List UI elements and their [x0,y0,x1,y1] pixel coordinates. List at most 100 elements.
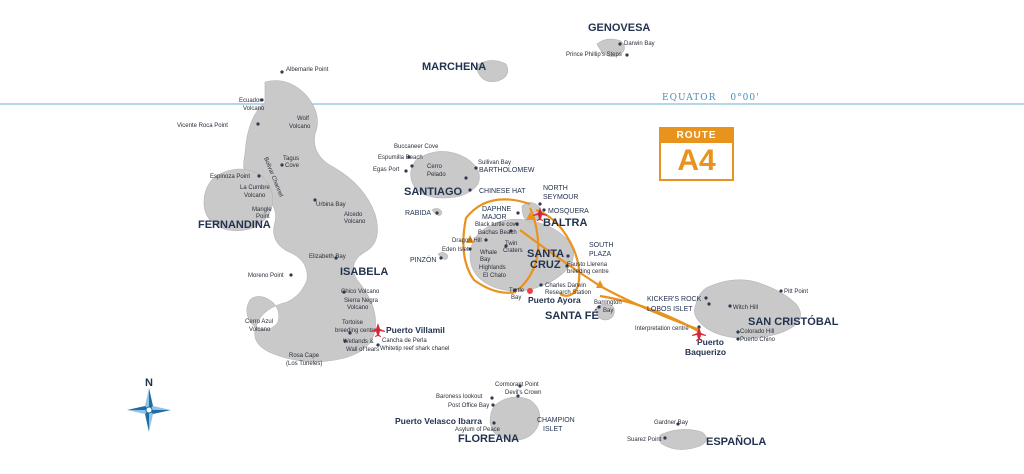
island-genovesa [596,38,625,57]
svg-text:Sullivan Bay: Sullivan Bay [478,160,511,166]
label-santiago: SANTIAGO [404,186,463,198]
label-fernandina: FERNANDINA [198,219,271,231]
route-header: ROUTE [661,129,732,143]
svg-text:Volcano: Volcano [249,327,271,333]
svg-text:Whale: Whale [480,250,498,256]
site-dots [256,42,783,440]
svg-text:Volcano: Volcano [347,305,369,311]
svg-text:Volcano: Volcano [289,124,311,130]
svg-text:Sierra Negra: Sierra Negra [344,298,379,304]
label-south: SOUTH [589,242,614,249]
svg-text:Bay: Bay [480,257,490,263]
svg-text:La Cumbre: La Cumbre [240,185,270,191]
label-puerto: Puerto [697,337,724,347]
svg-text:Charles Darwin: Charles Darwin [545,283,586,289]
airplane-icon [692,327,706,341]
island-espanola [658,429,707,450]
label-baquerizo: Baquerizo [685,347,726,357]
svg-text:Espinoza Point: Espinoza Point [210,174,250,180]
label-north: NORTH [543,185,568,192]
svg-text:Cerro Azul: Cerro Azul [245,319,273,325]
label-santa-cruz-1: SANTA [527,248,564,260]
svg-text:breeding centre: breeding centre [567,269,609,275]
site-labels: Darwin Bay Prince Phillip's Steps Albema… [177,41,808,443]
airplane-icon [371,323,385,337]
svg-text:Urbina Bay: Urbina Bay [316,202,346,208]
label-rabida: RABIDA [405,210,431,217]
svg-text:Dragon Hill: Dragon Hill [452,238,482,244]
svg-text:Cove: Cove [285,163,300,169]
label-baltra: BALTRA [543,217,587,229]
label-mosquera: MOSQUERA [548,208,589,215]
label-islet: ISLET [543,426,563,433]
label-seymour: SEYMOUR [543,194,578,201]
svg-text:Wetlands &: Wetlands & [343,339,374,345]
svg-text:Volcano: Volcano [243,106,265,112]
svg-text:Volcano: Volcano [344,219,366,225]
label-bartholomew: BARTHOLOMEW [479,167,535,174]
svg-text:Eden Islet: Eden Islet [442,247,469,253]
airport-icons [371,207,706,341]
svg-text:Devil's Crown: Devil's Crown [505,390,542,396]
svg-text:Wall of tears: Wall of tears [346,347,379,353]
label-major: MAJOR [482,214,507,221]
svg-text:Tortoise: Tortoise [342,320,364,326]
svg-text:Black turtle cove: Black turtle cove [475,222,520,228]
svg-text:Espumilla Beach: Espumilla Beach [378,155,423,161]
label-espanola: ESPAÑOLA [706,435,766,448]
svg-text:Mangle: Mangle [252,207,272,213]
svg-text:Fausto Llerena: Fausto Llerena [567,262,608,268]
svg-text:Tagus: Tagus [283,156,299,162]
label-floreana: FLOREANA [458,433,519,445]
svg-text:Puerto Chino: Puerto Chino [740,337,776,343]
compass-rose: N [127,377,171,432]
svg-text:Elizabeth Bay: Elizabeth Bay [309,254,346,260]
label-daphne: DAPHNE [482,206,512,213]
label-genovesa: GENOVESA [588,22,650,34]
svg-text:Chico Volcano: Chico Volcano [341,289,380,295]
svg-text:Colorado Hill: Colorado Hill [740,329,774,335]
island-floreana [489,396,541,441]
svg-text:Darwin Bay: Darwin Bay [624,41,655,47]
label-marchena: MARCHENA [422,61,486,73]
svg-text:Buccaneer Cove: Buccaneer Cove [394,144,439,150]
label-santa-cruz-2: CRUZ [530,259,561,271]
svg-text:Barrington: Barrington [594,300,622,306]
islands-layer [203,38,801,450]
puerto-ayora-marker [527,288,533,294]
label-puerto-ayora: Puerto Ayora [528,295,581,305]
svg-text:Witch Hill: Witch Hill [733,305,758,311]
label-champion: CHAMPION [537,417,575,424]
svg-text:Interpretation centre: Interpretation centre [635,326,689,332]
island-fernandina [203,168,274,231]
svg-text:El Chato: El Chato [483,273,507,279]
svg-text:Cormorant Point: Cormorant Point [495,382,539,388]
island-santiago [410,151,480,199]
svg-text:Research Station: Research Station [545,290,591,296]
svg-text:Cancha de Perla: Cancha de Perla [382,338,427,344]
label-isabela: ISABELA [340,266,388,278]
label-chinese-hat: CHINESE HAT [479,188,526,195]
label-plaza: PLAZA [589,251,612,258]
svg-text:Baroness lookout: Baroness lookout [436,394,483,400]
island-san-cristobal [694,279,801,339]
svg-text:Alcedo: Alcedo [344,212,363,218]
label-pinzon: PINZÓN [410,255,436,264]
label-puerto-velasco: Puerto Velasco Ibarra [395,416,482,426]
svg-text:Pelado: Pelado [427,172,446,178]
island-santa-fe [595,303,615,321]
svg-text:Point: Point [256,214,270,220]
svg-text:Rosa Cape: Rosa Cape [289,353,320,359]
svg-text:Whitetip reef shark chanel: Whitetip reef shark chanel [380,346,449,352]
svg-text:Turtle: Turtle [509,288,525,294]
svg-text:(Los Tuneles): (Los Tuneles) [286,361,322,367]
compass-north-label: N [145,377,153,389]
svg-text:Volcano: Volcano [244,193,266,199]
svg-text:Bay: Bay [511,295,521,301]
svg-text:Highlands: Highlands [479,265,506,271]
svg-text:Cerro: Cerro [427,164,443,170]
svg-text:Wolf: Wolf [297,116,309,122]
island-marchena [475,60,509,82]
svg-text:Twin: Twin [505,241,517,247]
